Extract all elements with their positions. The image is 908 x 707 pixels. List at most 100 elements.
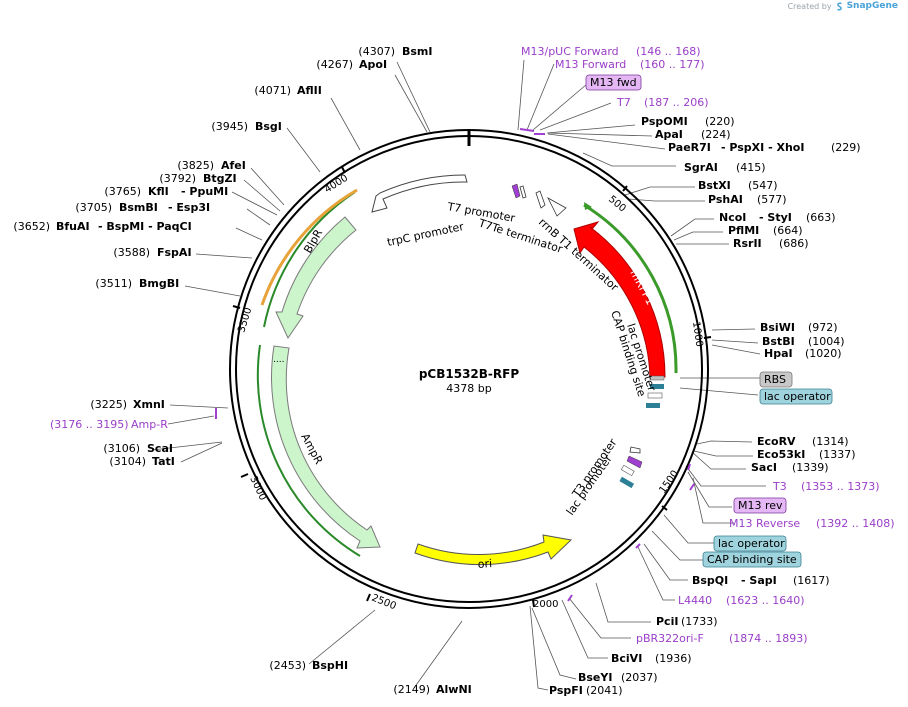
site-name[interactable]: PciI xyxy=(656,615,678,628)
features xyxy=(256,174,678,566)
site-name[interactable]: NcoI xyxy=(719,211,746,224)
site-pos: (3825) xyxy=(177,159,214,172)
site-name[interactable]: AlwNI xyxy=(436,683,472,696)
backbone xyxy=(229,129,709,609)
site-name[interactable]: FspAI xyxy=(157,246,192,259)
site-name[interactable]: BtgZI xyxy=(203,172,237,185)
site-name[interactable]: BstBI xyxy=(762,335,795,348)
primer-name[interactable]: L4440 xyxy=(678,594,712,607)
site-pos: (1733) xyxy=(681,615,718,628)
plasmid-length: 4378 bp xyxy=(446,382,491,395)
site-name[interactable]: PspFI xyxy=(549,684,583,697)
site-pos: (3652) xyxy=(13,220,50,233)
primer-name[interactable]: M13/pUC Forward xyxy=(521,45,619,58)
primer-name[interactable]: pBR322ori-F xyxy=(636,632,704,645)
site-pos: (415) xyxy=(736,161,766,174)
site-name[interactable]: ApoI xyxy=(359,58,387,71)
site-name[interactable]: PaeR7I xyxy=(668,141,711,154)
site-name-extra[interactable]: - StyI xyxy=(759,211,792,224)
feature-AmpR[interactable] xyxy=(271,345,381,549)
site-pos: (4267) xyxy=(316,58,353,71)
site-pos: (3225) xyxy=(90,398,127,411)
primer-range: (1623 .. 1640) xyxy=(726,594,805,607)
site-pos: (220) xyxy=(705,115,735,128)
primer-range: (1353 .. 1373) xyxy=(801,480,880,493)
site-name[interactable]: BseYI xyxy=(578,671,612,684)
site-name[interactable]: SacI xyxy=(751,461,777,474)
site-name[interactable]: BstXI xyxy=(698,179,731,192)
site-labels-left: (4307) BsmI (4267) ApoI (4071) AflII (39… xyxy=(13,45,471,696)
site-pos: (1617) xyxy=(793,574,830,587)
site-name[interactable]: PflMI xyxy=(728,224,759,237)
site-pos: (3705) xyxy=(75,201,112,214)
site-name-extra[interactable]: - PspXI - XhoI xyxy=(721,141,804,154)
site-name[interactable]: BspQI xyxy=(692,574,728,587)
feature-lac-promoter-1[interactable] xyxy=(583,203,678,374)
site-name[interactable]: RsrII xyxy=(733,237,762,250)
site-pos: (3106) xyxy=(103,442,140,455)
tick-label-2000: 2000 xyxy=(533,599,558,610)
primer-name[interactable]: T7 xyxy=(616,96,631,109)
box-M13-rev[interactable]: M13 rev xyxy=(738,499,783,512)
site-name[interactable]: Eco53kI xyxy=(757,448,805,461)
feature-BlpR[interactable] xyxy=(275,216,357,340)
site-name-extra[interactable]: - PpuMI xyxy=(181,185,228,198)
box-M13-fwd[interactable]: M13 fwd xyxy=(590,76,637,89)
site-name-extra[interactable]: - Esp3I xyxy=(168,201,210,214)
site-name[interactable]: BsmBI xyxy=(119,201,158,214)
site-name[interactable]: AfeI xyxy=(221,159,246,172)
box-lac-operator-1[interactable]: lac operator xyxy=(764,390,831,403)
primer-labels: M13/pUC Forward (146 .. 168) M13 Forward… xyxy=(50,45,895,645)
primer-name[interactable]: Amp-R xyxy=(131,418,168,431)
site-name[interactable]: BfuAI xyxy=(56,220,90,233)
site-labels-right: PspOMI (220) ApaI (224) PaeR7I - PspXI -… xyxy=(549,115,861,697)
primer-name[interactable]: T3 xyxy=(772,480,787,493)
site-pos: (2149) xyxy=(393,683,430,696)
site-name[interactable]: BsgI xyxy=(255,120,282,133)
site-pos: (1339) xyxy=(792,461,829,474)
site-pos: (1020) xyxy=(805,347,842,360)
site-name[interactable]: AflII xyxy=(297,84,322,97)
site-name[interactable]: ScaI xyxy=(147,442,173,455)
site-name[interactable]: TatI xyxy=(152,455,175,468)
site-name[interactable]: PshAI xyxy=(708,193,743,206)
site-name[interactable]: BsmI xyxy=(402,45,433,58)
site-pos: (4071) xyxy=(254,84,291,97)
feature-ori[interactable] xyxy=(414,534,573,566)
primer-marks xyxy=(215,128,695,602)
site-name[interactable]: BspHI xyxy=(312,659,348,672)
site-pos: (686) xyxy=(779,237,809,250)
label-trpC-promoter: trpC promoter xyxy=(386,220,466,249)
site-name[interactable]: ApaI xyxy=(655,128,683,141)
label-ori: ori xyxy=(477,557,492,571)
box-lac-operator-2[interactable]: lac operator xyxy=(718,537,785,550)
site-name[interactable]: HpaI xyxy=(764,347,793,360)
primer-name[interactable]: M13 Forward xyxy=(555,58,626,71)
label-lac-promoter-2: lac promoter xyxy=(564,452,615,518)
site-pos: (547) xyxy=(748,179,778,192)
site-name[interactable]: BciVI xyxy=(611,652,642,665)
feature-trpC-promoter[interactable] xyxy=(371,174,468,213)
primer-name[interactable]: M13 Reverse xyxy=(729,517,800,530)
snapgene-logo-icon xyxy=(836,2,842,10)
box-CAP-binding-site[interactable]: CAP binding site xyxy=(707,553,797,566)
site-pos: (2037) xyxy=(621,671,658,684)
tick-label-1000: 1000 xyxy=(690,321,704,348)
site-name[interactable]: EcoRV xyxy=(757,435,796,448)
box-RBS[interactable]: RBS xyxy=(764,373,786,386)
tick-label-500: 500 xyxy=(606,194,628,215)
tick-label-1500: 1500 xyxy=(657,469,681,496)
site-name[interactable]: SgrAI xyxy=(684,161,718,174)
site-name[interactable]: XmnI xyxy=(133,398,165,411)
site-name-extra[interactable]: - SapI xyxy=(741,574,777,587)
site-pos: (2041) xyxy=(586,684,623,697)
site-name[interactable]: BsiWI xyxy=(760,321,795,334)
primer-range: (3176 .. 3195) xyxy=(50,418,129,431)
site-pos: (224) xyxy=(701,128,731,141)
site-name[interactable]: BmgBI xyxy=(139,277,179,290)
site-name-extra[interactable]: - BspMI - PaqCI xyxy=(98,220,192,233)
site-pos: (1936) xyxy=(655,652,692,665)
site-name[interactable]: PspOMI xyxy=(641,115,688,128)
site-name[interactable]: KflI xyxy=(148,185,169,198)
